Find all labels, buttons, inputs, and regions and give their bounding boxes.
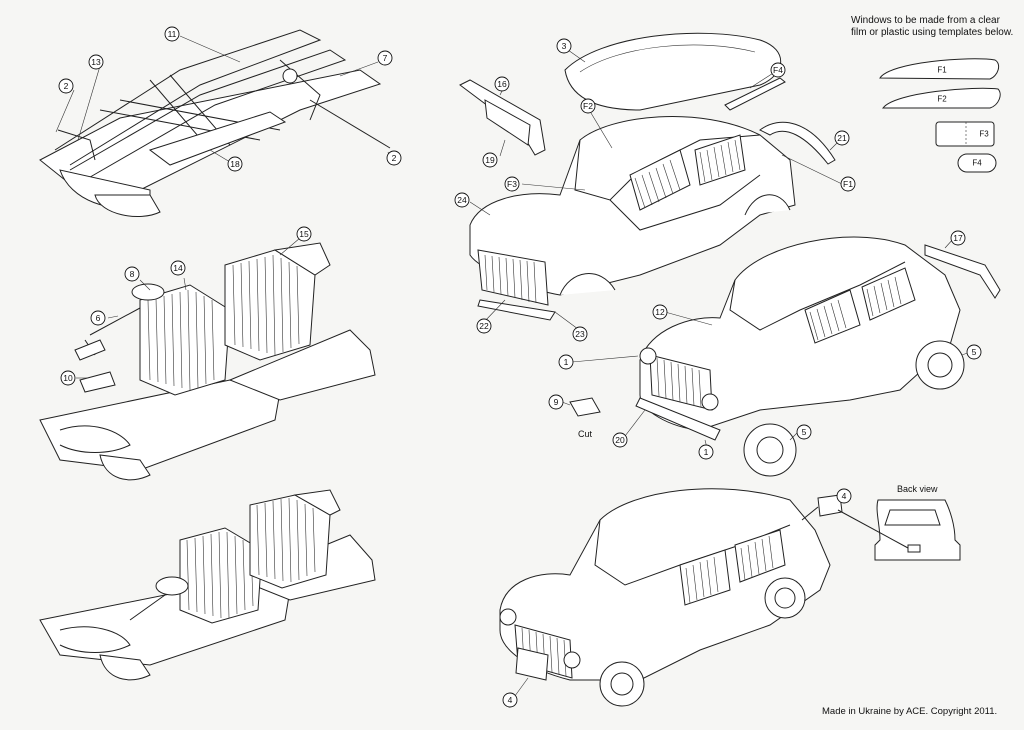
callout-7: 7 <box>377 50 393 66</box>
callout-2-chassis-right: 2 <box>386 150 402 166</box>
callout-17: 17 <box>950 230 966 246</box>
final-assembly-illustration <box>499 488 961 707</box>
callout-13: 13 <box>88 54 104 70</box>
svg-text:F2: F2 <box>583 101 593 111</box>
template-f1-shape <box>879 58 1000 80</box>
svg-text:2: 2 <box>64 81 69 91</box>
callout-19: 19 <box>482 152 498 168</box>
template-f2-label: F2 <box>937 95 947 104</box>
svg-text:12: 12 <box>655 307 665 317</box>
svg-text:13: 13 <box>91 57 101 67</box>
callout-23: 23 <box>572 326 588 342</box>
body-assembled-side-illustration <box>569 236 1001 477</box>
svg-text:24: 24 <box>457 195 467 205</box>
svg-text:1: 1 <box>564 357 569 367</box>
callout-11: 11 <box>164 26 180 42</box>
svg-text:17: 17 <box>953 233 963 243</box>
svg-text:5: 5 <box>972 347 977 357</box>
svg-text:4: 4 <box>508 695 513 705</box>
callout-14: 14 <box>170 260 186 276</box>
svg-text:F1: F1 <box>843 179 853 189</box>
svg-text:19: 19 <box>485 155 495 165</box>
callout-5-wheel-rear: 5 <box>966 344 982 360</box>
callout-1-headlight-right: 1 <box>698 444 714 460</box>
template-f4-shape <box>957 153 997 173</box>
svg-text:22: 22 <box>479 321 489 331</box>
callout-2-chassis-left: 2 <box>58 78 74 94</box>
callout-18: 18 <box>227 156 243 172</box>
chassis-frame-illustration <box>39 29 391 218</box>
svg-text:23: 23 <box>575 329 585 339</box>
svg-text:14: 14 <box>173 263 183 273</box>
svg-text:1: 1 <box>704 447 709 457</box>
body-exploded-illustration <box>459 32 836 321</box>
callout-f3: F3 <box>504 176 520 192</box>
callout-21: 21 <box>834 130 850 146</box>
callout-10: 10 <box>60 370 76 386</box>
svg-text:21: 21 <box>837 133 847 143</box>
svg-text:15: 15 <box>299 229 309 239</box>
callout-24: 24 <box>454 192 470 208</box>
callout-markers: 11 13 2 7 18 2 15 8 14 6 10 3 16 F2 19 F… <box>58 26 982 708</box>
window-templates: F1 F2 F3 F4 <box>879 58 1001 173</box>
template-f2-shape <box>881 87 1001 109</box>
windows-note-line1: Windows to be made from a clear <box>851 15 1000 26</box>
svg-text:8: 8 <box>130 269 135 279</box>
callout-8: 8 <box>124 266 140 282</box>
svg-text:5: 5 <box>802 427 807 437</box>
cut-label: Cut <box>578 429 593 439</box>
callout-15: 15 <box>296 226 312 242</box>
callout-4-plate-rear: 4 <box>836 488 852 504</box>
svg-text:18: 18 <box>230 159 240 169</box>
template-f1-label: F1 <box>937 66 947 75</box>
callout-f2: F2 <box>580 98 596 114</box>
callout-6: 6 <box>90 310 106 326</box>
callout-20: 20 <box>612 432 628 448</box>
svg-text:16: 16 <box>497 79 507 89</box>
back-view-label: Back view <box>897 484 938 494</box>
callout-22: 22 <box>476 318 492 334</box>
callout-12: 12 <box>652 304 668 320</box>
svg-text:2: 2 <box>392 153 397 163</box>
svg-text:7: 7 <box>383 53 388 63</box>
svg-text:20: 20 <box>615 435 625 445</box>
template-f3-label: F3 <box>979 130 989 139</box>
windows-instruction-note: Windows to be made from a clear film or … <box>851 15 1013 39</box>
seats-floor-illustration <box>39 242 376 481</box>
svg-text:6: 6 <box>96 313 101 323</box>
template-f4-label: F4 <box>972 159 982 168</box>
svg-text:F3: F3 <box>507 179 517 189</box>
callout-16: 16 <box>494 76 510 92</box>
footer-copyright: Made in Ukraine by ACE. Copyright 2011. <box>822 706 998 717</box>
svg-text:F4: F4 <box>773 65 783 75</box>
callout-f1: F1 <box>840 176 856 192</box>
callout-5-wheel-front: 5 <box>796 424 812 440</box>
svg-text:3: 3 <box>562 41 567 51</box>
callout-9: 9 <box>548 394 564 410</box>
callout-f4: F4 <box>770 62 786 78</box>
callout-1-headlight-left: 1 <box>558 354 574 370</box>
svg-text:9: 9 <box>554 397 559 407</box>
callout-4-plate-front: 4 <box>502 692 518 708</box>
windows-note-line2: film or plastic using templates below. <box>851 27 1014 38</box>
template-f3-shape <box>935 121 995 147</box>
svg-text:10: 10 <box>63 373 73 383</box>
svg-text:4: 4 <box>842 491 847 501</box>
svg-text:11: 11 <box>168 29 177 39</box>
callout-3: 3 <box>556 38 572 54</box>
interior-assembled-illustration <box>39 489 376 681</box>
